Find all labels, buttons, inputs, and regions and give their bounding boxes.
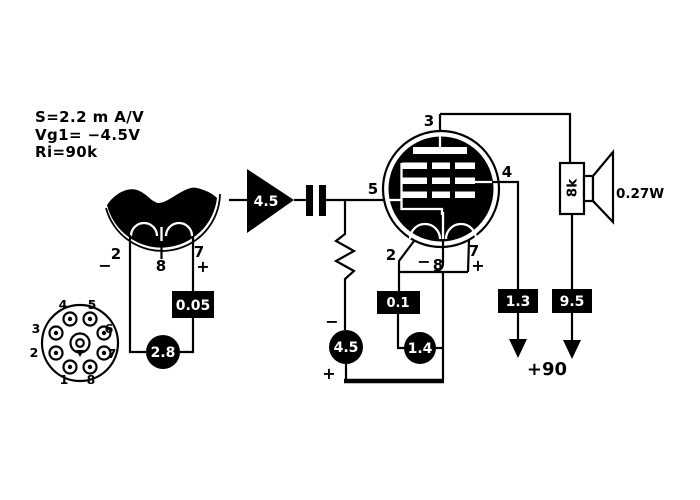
- battery-4.5-value: 4.5: [334, 340, 359, 356]
- input-level-value: 4.5: [254, 194, 279, 210]
- meter-0.1-wire: [396, 314, 405, 350]
- output-pin8-label: 8: [433, 256, 443, 274]
- output-pin7-wire: [466, 239, 471, 273]
- driver-filament-circuit: 0.05 2.8: [128, 235, 214, 369]
- meter-0.1-value: 0.1: [386, 296, 409, 311]
- meter-0.1-box: [377, 291, 420, 314]
- param-grid-voltage: Vg1= −4.5V: [35, 126, 140, 144]
- supply-voltage-label: +90: [527, 359, 567, 380]
- grid-bias-branch: − 4.5 +: [322, 200, 445, 384]
- socket-label-5: 5: [88, 297, 97, 312]
- driver-pin7-label: 7: [194, 243, 204, 261]
- socket-pin-8: [82, 359, 98, 375]
- meter-0.05-box: [172, 291, 214, 318]
- driver-plus-sign: +: [196, 257, 209, 276]
- bias-minus-sign: −: [325, 312, 338, 331]
- capacitor-plate-left: [306, 185, 313, 216]
- driver-pin7-wire-lower: [180, 318, 195, 354]
- socket-label-1: 1: [60, 372, 69, 387]
- battery-1.4-icon: [404, 332, 436, 364]
- meter-9.5-value: 9.5: [560, 294, 585, 310]
- coupling-capacitor-icon: [306, 185, 390, 216]
- socket-label-2: 2: [30, 345, 39, 360]
- driver-tube-envelope-arc: [105, 193, 221, 252]
- socket-pin-2: [48, 345, 64, 361]
- anode-load: 8k 0.27W 9.5: [440, 112, 664, 359]
- output-pin8-wire: [433, 241, 445, 273]
- socket-pin-4: [62, 311, 78, 327]
- output-plus-sign: +: [471, 256, 484, 275]
- output-pin4-label: 4: [502, 163, 512, 181]
- battery-4.5-icon: [329, 330, 363, 364]
- screen-supply-arrow-icon: [509, 339, 527, 358]
- output-filament-icon: [408, 222, 478, 240]
- output-pin2-label: 2: [386, 246, 396, 264]
- meter-0.05-value: 0.05: [176, 298, 211, 314]
- driver-pin8-label: 8: [156, 257, 166, 275]
- socket-label-8: 8: [87, 372, 96, 387]
- grid-resistor-icon: [333, 200, 357, 330]
- socket-label-7: 7: [108, 346, 117, 361]
- socket-keyway-icon: [76, 350, 84, 357]
- socket-pin-6: [96, 325, 112, 341]
- capacitor-plate-right: [319, 185, 326, 216]
- speaker-power-label: 0.27W: [616, 186, 664, 202]
- tube-parameters: S=2.2 m A/V Vg1= −4.5V Ri=90k: [35, 108, 144, 161]
- tube-socket-diagram: 1 2 3 4 5 6 7 8: [30, 297, 120, 387]
- speaker-icon: [582, 148, 615, 225]
- socket-key-pin: [69, 332, 91, 357]
- meter-9.5-box: [552, 289, 592, 313]
- meter-1.3-box: [498, 289, 538, 313]
- screen-wire: [492, 180, 520, 289]
- socket-label-4: 4: [59, 297, 68, 312]
- socket-label-6: 6: [105, 321, 114, 336]
- output-pin3-label: 3: [424, 112, 434, 130]
- anode-supply-arrow-icon: [563, 340, 581, 359]
- driver-pin2-wire: [128, 235, 146, 354]
- output-pin5-label: 5: [368, 180, 378, 198]
- load-resistor-value: 8k: [565, 178, 581, 197]
- battery-2.8-icon: [146, 335, 180, 369]
- driver-pin2-label: 2: [111, 245, 121, 263]
- socket-pin-1: [62, 359, 78, 375]
- meter-1.3-value: 1.3: [506, 294, 531, 310]
- output-minus-sign: −: [417, 252, 430, 271]
- cathode-circuit: 0.1 1.4: [377, 291, 443, 364]
- battery-1.4-value: 1.4: [408, 341, 433, 357]
- output-pin2-wire: [397, 240, 415, 291]
- bias-plus-sign: +: [322, 364, 335, 383]
- socket-pins: [48, 311, 112, 375]
- socket-pin-5: [82, 311, 98, 327]
- socket-pin-7: [96, 345, 112, 361]
- driver-filament-icon: [129, 221, 194, 237]
- grid-bars-icon: [402, 162, 475, 198]
- socket-pin-3: [48, 325, 64, 341]
- battery-2.8-value: 2.8: [151, 345, 176, 361]
- input-source: 4.5: [229, 169, 306, 233]
- anode-plate-icon: [413, 147, 467, 154]
- output-tube-icon: 3 5 4 2 − 8 7 +: [368, 112, 512, 291]
- driver-tube-icon: 2 − 8 7 +: [98, 187, 221, 276]
- driver-tube-body: [107, 187, 217, 248]
- screen-branch: 1.3: [492, 180, 538, 358]
- param-internal-resistance: Ri=90k: [35, 143, 98, 161]
- socket-label-3: 3: [32, 321, 41, 336]
- driver-minus-sign: −: [98, 256, 111, 275]
- output-pin7-label: 7: [469, 242, 479, 260]
- anode-top-wire: [440, 112, 572, 163]
- input-triangle-icon: [247, 169, 294, 233]
- param-transconductance: S=2.2 m A/V: [35, 108, 144, 126]
